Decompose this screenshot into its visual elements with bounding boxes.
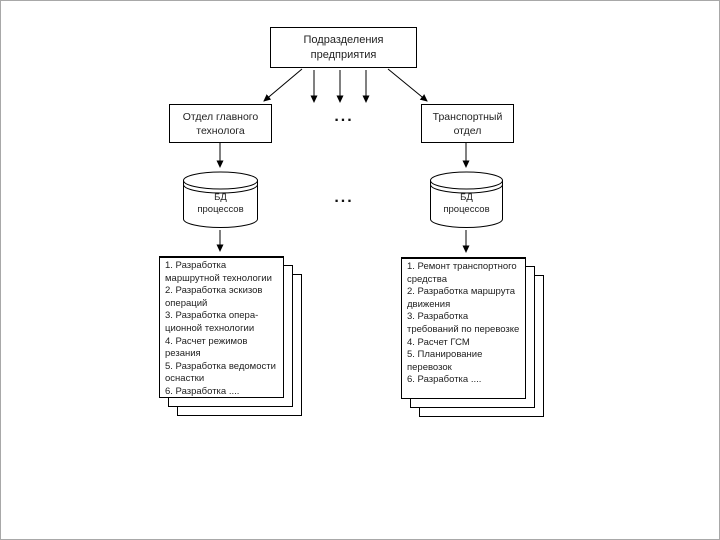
doc-list-item: 6. Разработка ....	[407, 374, 482, 386]
doc-list-item: 6. Разработка ....	[165, 385, 240, 397]
doc-list-item: 4. Расчет режимов резания	[165, 335, 248, 360]
doc-stack-right: 1. Ремонт транспортного средства 2. Разр…	[401, 257, 564, 435]
ellipsis-between-databases: ...	[334, 189, 354, 206]
db-left-label: БД процессов	[197, 192, 244, 215]
doc-list-item: 2. Разработка эскизов операций	[165, 285, 263, 309]
doc-stack-left: 1. Разработка маршрутной технологии 2. Р…	[159, 256, 322, 434]
doc-list-item: 1. Разработка маршрутной технологии	[165, 260, 272, 284]
doc-list-item: 4. Расчет ГСМ	[407, 336, 470, 348]
db-left-cylinder: БД процессов	[183, 171, 258, 229]
db-right-cylinder: БД процессов	[430, 171, 503, 229]
doc-list-item: 3. Разработка требований по перевозке	[407, 311, 520, 335]
cylinder-shape-icon	[183, 171, 258, 228]
arrow-root-to-dept-left	[263, 68, 303, 102]
ellipsis-between-departments: ...	[334, 108, 354, 125]
dept-box-transport: Транспортный отдел	[421, 104, 514, 143]
doc-sheet-front: 1. Ремонт транспортного средства 2. Разр…	[401, 257, 526, 399]
arrow-root-to-dept-right	[387, 68, 428, 102]
doc-list-item: 2. Разработка маршрута движения	[407, 286, 516, 310]
doc-list-item: 5. Разработка ведомости оснастки	[165, 360, 276, 385]
dept-box-chief-technologist: Отдел главного технолога	[169, 104, 272, 143]
root-box-enterprise-divisions: Подразделения предприятия	[270, 27, 417, 68]
db-right-label: БД процессов	[443, 192, 490, 215]
cylinder-shape-icon	[430, 171, 503, 228]
doc-sheet-front: 1. Разработка маршрутной технологии 2. Р…	[159, 256, 284, 398]
doc-list-item: 3. Разработка опера-ционной технологии	[165, 310, 259, 334]
doc-list-right: 1. Ремонт транспортного средства 2. Разр…	[402, 259, 525, 399]
doc-list-left: 1. Разработка маршрутной технологии 2. Р…	[160, 258, 283, 398]
doc-list-item: 5. Планирование перевозок	[407, 349, 483, 373]
doc-list-item: 1. Ремонт транспортного средства	[407, 261, 517, 285]
